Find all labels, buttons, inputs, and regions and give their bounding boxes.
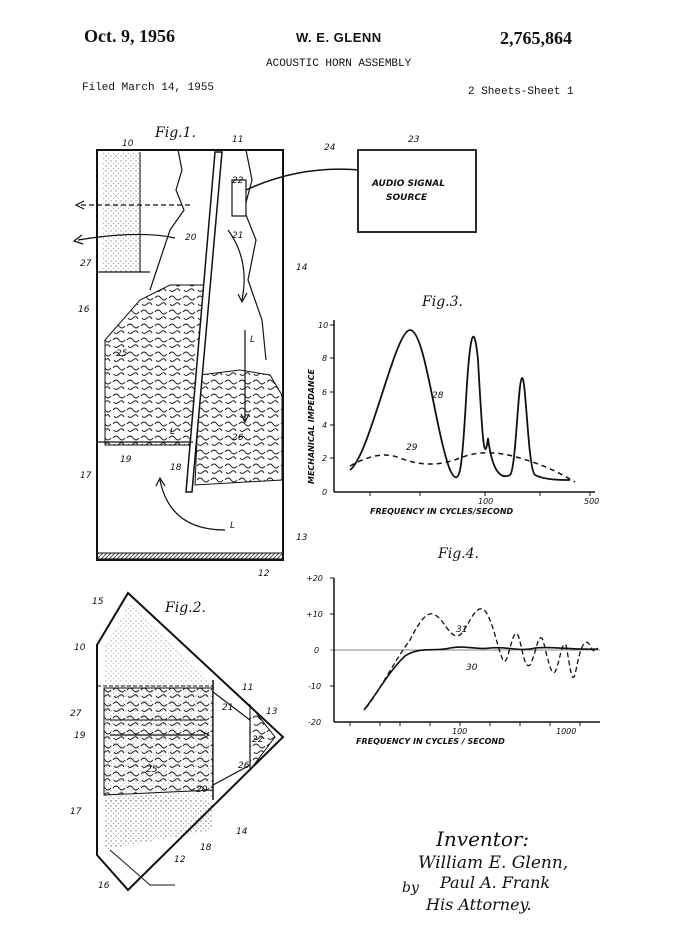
fig2-label: 17 — [70, 807, 82, 817]
fig4-curve-label: 31 — [456, 625, 467, 635]
fig3-x-tick: 100 — [478, 497, 493, 506]
fig1-label: L — [170, 427, 175, 437]
fig2-title: Fig.2. — [164, 600, 206, 616]
fig2-label: 19 — [74, 731, 86, 741]
fig3-y-label: MECHANICAL IMPEDANCE — [307, 369, 316, 484]
attorney-title: His Attorney. — [425, 895, 532, 914]
fig3-x-label: FREQUENCY IN CYCLES/SECOND — [370, 507, 514, 516]
fig1-label: 24 — [324, 143, 336, 153]
fig4-title: Fig.4. — [437, 546, 479, 562]
fig4-y-tick: -10 — [308, 682, 321, 691]
fig2-label: 12 — [174, 855, 186, 865]
fig1-speaker — [231, 179, 247, 217]
attorney-signature: Paul A. Frank — [439, 873, 550, 892]
fig3-curve-label: 29 — [406, 443, 418, 453]
figure-2: Fig.2. 15 10 11 13 27 21 19 22 25 26 20 … — [70, 591, 285, 892]
figure-4: Fig.4. +20 +10 0 -10 -20 100 1000 FREQUE… — [306, 546, 600, 746]
fig3-y-tick: 10 — [318, 321, 328, 330]
inventor-header: W. E. GLENN — [296, 30, 382, 45]
fig1-baffle — [185, 151, 223, 493]
inventor-heading: Inventor: — [435, 827, 529, 851]
fig2-label: 25 — [146, 765, 158, 775]
by-label: by — [402, 880, 420, 896]
fig2-label: 21 — [222, 703, 233, 713]
fig1-cable — [245, 168, 361, 191]
patent-title: ACOUSTIC HORN ASSEMBLY — [266, 58, 412, 70]
fig1-base — [96, 552, 284, 560]
fig1-label: 13 — [296, 533, 308, 543]
fig2-label: 26 — [238, 761, 250, 771]
fig1-label: 20 — [185, 233, 197, 243]
patent-date: Oct. 9, 1956 — [84, 26, 175, 46]
fig1-label: 22 — [232, 176, 244, 186]
fig1-label: 25 — [116, 349, 128, 359]
source-line-1: AUDIO SIGNAL — [371, 179, 445, 189]
fig1-label: 11 — [232, 135, 243, 145]
fig2-label: 15 — [92, 597, 104, 607]
fig1-title: Fig.1. — [154, 125, 196, 141]
fig1-label: 26 — [232, 433, 244, 443]
fig2-label: 27 — [70, 709, 82, 719]
fig1-foam-26 — [194, 369, 283, 486]
fig1-label: L — [230, 521, 235, 531]
fig1-front-grille — [103, 152, 141, 272]
fig1-label: 21 — [232, 231, 243, 241]
figure-3: Fig.3. 10 8 6 4 2 0 100 500 MECHANICAL I… — [307, 294, 599, 516]
fig1-label: 27 — [80, 259, 92, 269]
inventor-name: William E. Glenn, — [418, 853, 568, 873]
fig1-label: 17 — [80, 471, 92, 481]
filed-date: Filed March 14, 1955 — [82, 82, 215, 94]
fig1-label: 14 — [296, 263, 308, 273]
fig2-label: 16 — [98, 881, 110, 891]
fig2-label: 14 — [236, 827, 248, 837]
fig1-break-line — [149, 149, 185, 291]
fig3-y-tick: 8 — [322, 354, 327, 363]
fig1-label: 23 — [408, 135, 420, 145]
fig2-label: 11 — [242, 683, 253, 693]
fig1-label: 18 — [170, 463, 182, 473]
fig1-label: 12 — [258, 569, 270, 579]
fig3-title: Fig.3. — [421, 294, 463, 310]
fig2-label: 18 — [200, 843, 212, 853]
fig4-curve-31 — [365, 608, 599, 709]
signature-block: Inventor: William E. Glenn, by Paul A. F… — [402, 827, 568, 914]
patent-number: 2,765,864 — [500, 28, 572, 48]
fig4-x-label: FREQUENCY IN CYCLES / SECOND — [356, 737, 505, 746]
fig2-label: 20 — [196, 785, 208, 795]
fig4-y-tick: -20 — [308, 718, 321, 727]
fig4-y-tick: 0 — [314, 646, 319, 655]
fig1-break-line-2 — [243, 149, 267, 361]
fig3-y-tick: 6 — [322, 388, 327, 397]
fig2-label: 22 — [252, 735, 264, 745]
fig1-label: 19 — [120, 455, 132, 465]
fig4-y-tick: +20 — [306, 574, 323, 583]
fig4-curve-30 — [363, 646, 599, 711]
fig4-x-tick: 1000 — [556, 727, 576, 736]
fig3-curve-label: 28 — [432, 391, 444, 401]
fig3-y-tick: 4 — [322, 421, 327, 430]
audio-source-box — [357, 149, 477, 233]
fig3-curve-28 — [349, 329, 571, 481]
fig4-curve-label: 30 — [466, 663, 478, 673]
fig3-curve-29 — [349, 452, 576, 483]
fig3-y-tick: 0 — [322, 488, 327, 497]
fig1-label: 16 — [78, 305, 90, 315]
fig2-label: 13 — [266, 707, 278, 717]
sheet-count: 2 Sheets-Sheet 1 — [468, 86, 574, 98]
fig2-label: 10 — [74, 643, 86, 653]
fig4-y-tick: +10 — [306, 610, 323, 619]
fig3-x-tick: 500 — [584, 497, 599, 506]
fig4-x-tick: 100 — [452, 727, 467, 736]
figure-1: Fig.1. — [72, 125, 477, 579]
fig1-label: 10 — [122, 139, 134, 149]
fig1-label: L — [250, 335, 255, 345]
source-line-2: SOURCE — [386, 193, 428, 203]
fig3-y-tick: 2 — [322, 454, 327, 463]
